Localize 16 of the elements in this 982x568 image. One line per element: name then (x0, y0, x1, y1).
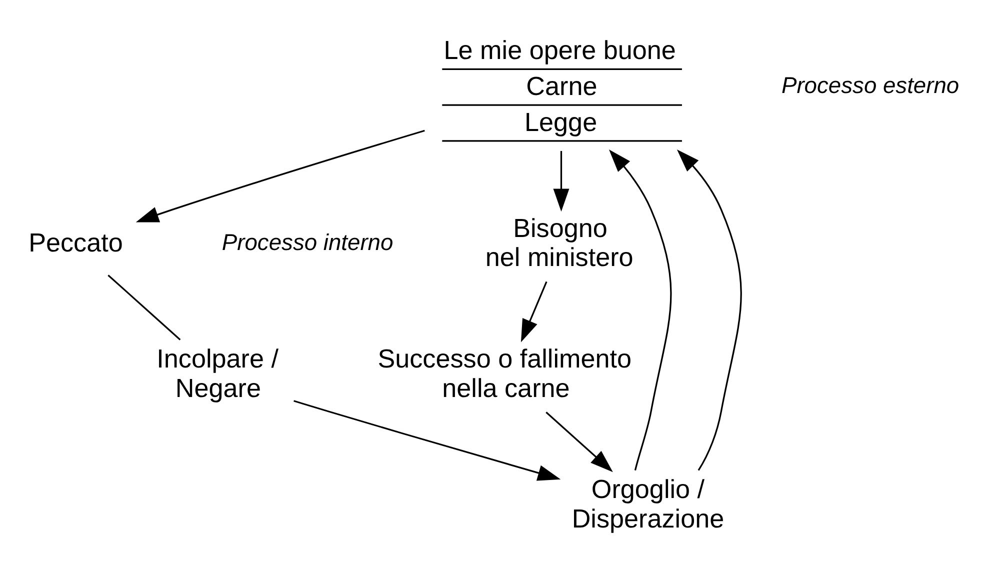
arrow (676, 149, 742, 470)
arrow (135, 129, 424, 222)
connector (107, 274, 180, 340)
arrow (520, 280, 547, 342)
arrow (293, 400, 560, 480)
node-text: Orgoglio / Disperazione (571, 473, 724, 533)
node-text: Successo o fallimento nella carne (377, 342, 632, 402)
node-text: Peccato (28, 227, 122, 258)
node-text: Incolpare / Negare (156, 342, 278, 402)
node-text: Bisogno nel ministero (484, 212, 633, 272)
label: Processo interno (221, 228, 393, 254)
arrow (545, 411, 612, 472)
arrow (552, 150, 569, 212)
label: Processo esterno (780, 72, 959, 98)
arrow (608, 148, 672, 470)
node-text: Le mie opere buone Carne Legge (443, 34, 676, 136)
